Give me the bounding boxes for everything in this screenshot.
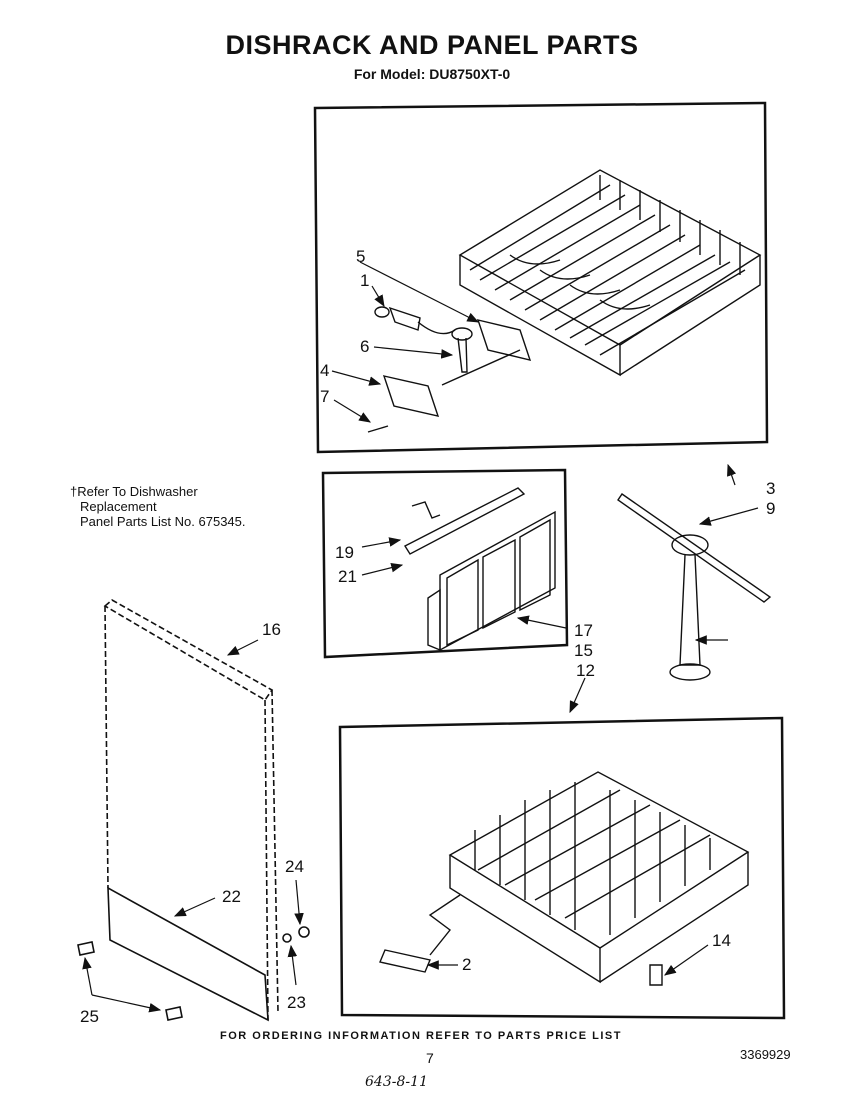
part-label-12: 12 bbox=[576, 661, 595, 680]
rack-hardware-icons bbox=[367, 306, 532, 433]
part-label-7: 7 bbox=[320, 387, 329, 406]
part-label-9: 9 bbox=[766, 499, 775, 518]
handwritten-note: 643-8-11 bbox=[365, 1074, 428, 1090]
part-label-17: 17 bbox=[574, 621, 593, 640]
part-label-16: 16 bbox=[262, 620, 281, 639]
spray-tower-base-icon bbox=[669, 663, 711, 681]
part-label-6: 6 bbox=[360, 337, 369, 356]
replacement-note: †Refer To Dishwasher Replacement Panel P… bbox=[70, 484, 246, 529]
part-label-23: 23 bbox=[287, 993, 306, 1012]
lower-rack-group bbox=[338, 716, 786, 1020]
part-label-14: 14 bbox=[712, 931, 731, 950]
upper-dishrack-icon bbox=[458, 169, 762, 377]
part-label-19: 19 bbox=[335, 543, 354, 562]
part-label-5: 5 bbox=[356, 247, 365, 266]
part-label-24: 24 bbox=[285, 857, 304, 876]
note-line-1: †Refer To Dishwasher bbox=[70, 484, 198, 499]
lower-dishrack-icon bbox=[379, 771, 750, 986]
door-panel-group bbox=[77, 599, 310, 1022]
part-label-4: 4 bbox=[320, 361, 329, 380]
page-number: 7 bbox=[426, 1050, 434, 1066]
part-label-15: 15 bbox=[574, 641, 593, 660]
spray-arm-icon bbox=[617, 493, 772, 603]
spray-arm-group bbox=[569, 463, 772, 714]
part-label-25: 25 bbox=[80, 1007, 99, 1026]
model-subtitle: For Model: DU8750XT-0 bbox=[353, 66, 511, 82]
document-number: 3369929 bbox=[740, 1047, 791, 1062]
part-label-2: 2 bbox=[462, 955, 471, 974]
part-label-21: 21 bbox=[338, 567, 357, 586]
part-label-1: 1 bbox=[360, 271, 369, 290]
note-line-3: Panel Parts List No. 675345. bbox=[80, 514, 246, 529]
rack-stop-icon bbox=[649, 964, 663, 986]
panel-parts-group bbox=[321, 468, 569, 659]
upper-rack-group bbox=[313, 101, 769, 454]
page-title: DISHRACK AND PANEL PARTS bbox=[225, 30, 639, 60]
part-label-22: 22 bbox=[222, 887, 241, 906]
ordering-info: FOR ORDERING INFORMATION REFER TO PARTS … bbox=[220, 1030, 622, 1042]
note-line-2: Replacement bbox=[80, 499, 157, 514]
part-label-3: 3 bbox=[766, 479, 775, 498]
rack-roller-icon bbox=[379, 949, 431, 973]
panel-icon bbox=[404, 487, 556, 652]
